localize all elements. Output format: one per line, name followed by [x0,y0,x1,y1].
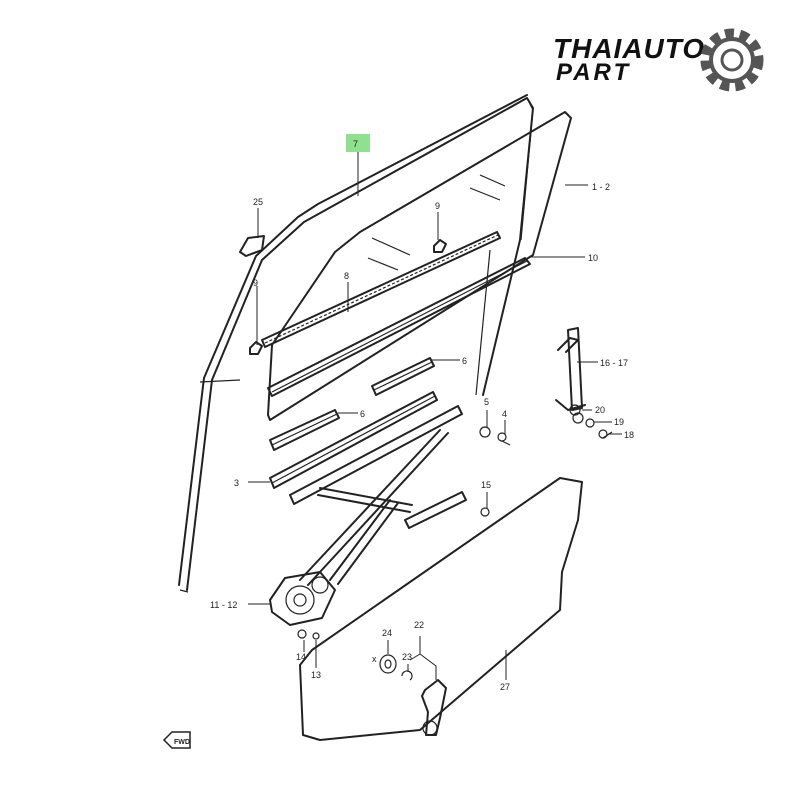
leader-lines [248,152,622,680]
callout-15: 15 [481,480,491,490]
gear-icon [700,28,764,92]
glass-channel-lower [269,409,340,451]
callout-9-upper: 9 [435,201,440,211]
washer-20 [572,412,584,424]
clip-9-upper [433,239,447,253]
callout-23: 23 [402,652,412,662]
regulator-handle-22 [421,679,447,736]
callout-19: 19 [614,417,624,427]
highlight-part-7 [346,134,370,152]
callout-22: 22 [414,620,424,630]
callout-9-lower: 9 [253,278,258,288]
door-trim-panel [299,477,583,741]
callout-11-12: 11 - 12 [210,600,237,610]
bolt-18 [598,429,613,439]
clip-14 [297,629,307,639]
callout-4: 4 [502,409,507,419]
callout-27: 27 [500,682,510,692]
callout-6-lower: 6 [360,409,365,419]
callout-25: 25 [253,197,263,207]
clip-9-lower [249,341,263,355]
callout-7: 7 [353,139,358,149]
callout-16-17: 16 - 17 [600,358,628,368]
callout-labels: 7 1 - 2 25 9 8 10 6 6 16 - 17 9 5 4 20 1… [210,139,634,692]
bolt-4 [497,432,511,446]
callout-13: 13 [311,670,321,680]
brand-name-line2: PART [556,59,631,86]
outer-weatherstrip [267,257,531,397]
snap-ring-23 [401,670,413,681]
glass-lower-sash [269,391,438,489]
window-regulator [269,405,467,626]
inner-weatherstrip [261,231,501,348]
door-sash-run-channel [178,94,534,593]
glass-stop-bracket [555,327,586,416]
callout-5: 5 [484,397,489,407]
door-glass [267,111,572,421]
callout-10: 10 [588,253,598,263]
callout-3: 3 [234,478,239,488]
brand-name-line1: THAIAUTO [553,33,705,64]
callout-8: 8 [344,271,349,281]
callout-20: 20 [595,405,605,415]
callout-18: 18 [624,430,634,440]
callout-14: 14 [296,652,306,662]
forward-label: FWD [174,739,190,746]
callout-x-mark: x [372,654,377,664]
glass-channel-upper [371,357,435,396]
escutcheon-24 [379,654,397,674]
forward-direction-indicator: FWD [162,731,191,749]
clip-25 [239,235,265,257]
brand-logo: THAIAUTO PART [553,28,764,92]
screw-13 [312,632,320,640]
nut-5 [479,426,491,438]
callout-6-upper: 6 [462,356,467,366]
callout-1-2: 1 - 2 [592,182,610,192]
forward-arrow-icon [162,731,191,749]
callout-24: 24 [382,628,392,638]
nut-19 [585,418,595,428]
bolt-15 [480,507,490,517]
